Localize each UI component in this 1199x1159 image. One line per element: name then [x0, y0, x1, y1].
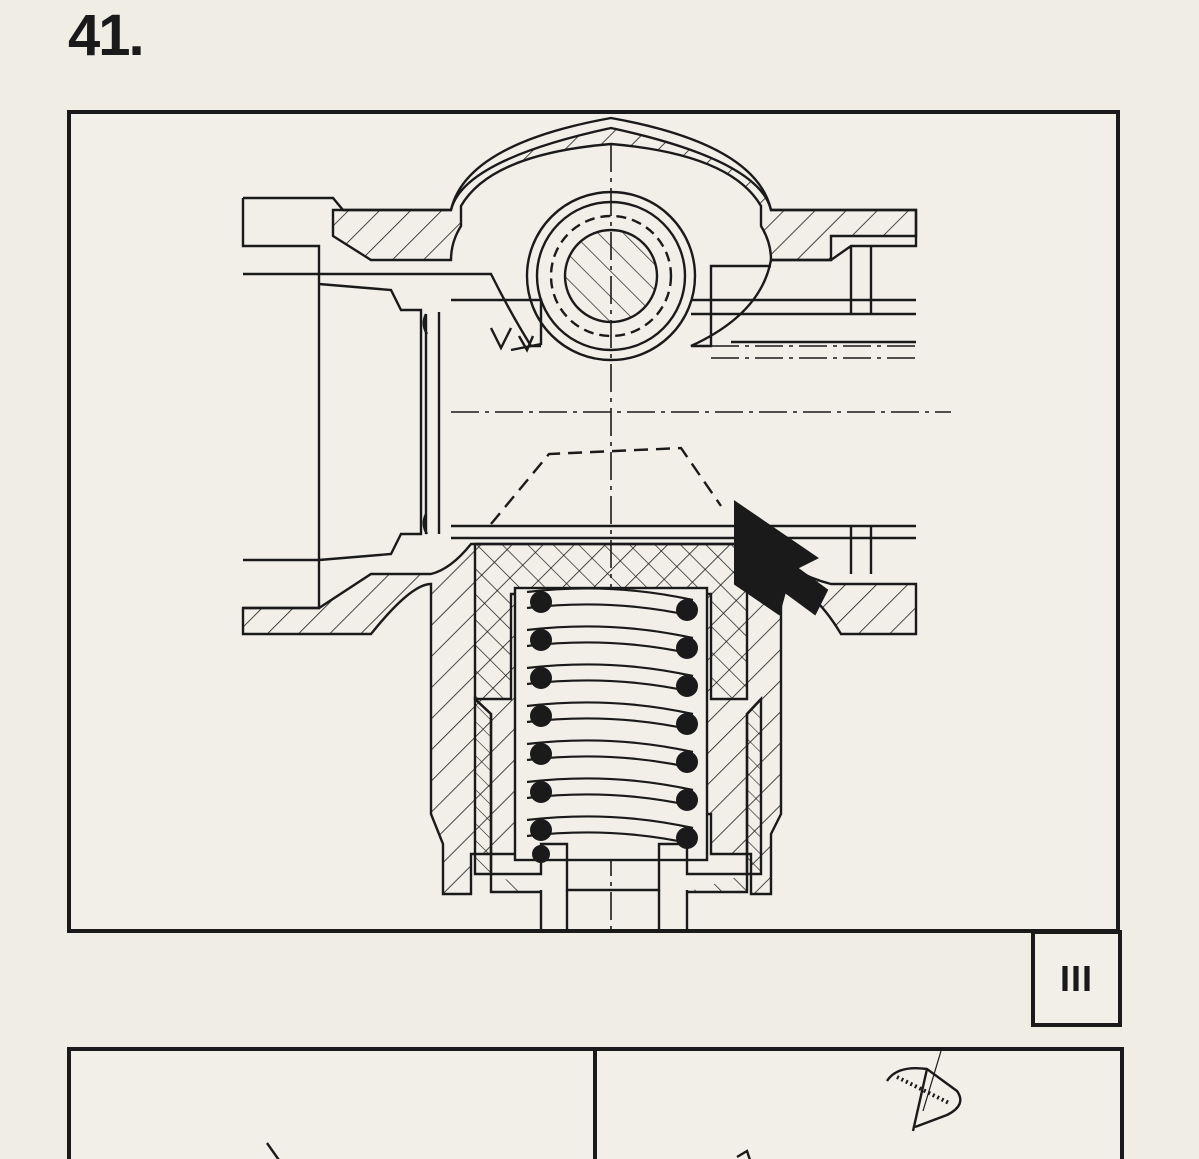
spring-coils: [526, 587, 698, 863]
bore-lines: [243, 246, 916, 610]
arrow-icon: [734, 500, 829, 616]
page-number: 41.: [68, 3, 145, 68]
bottom-right-drawing: [736, 1051, 962, 1159]
upper-housing: [241, 116, 918, 348]
hidden-cone-outline: [490, 446, 722, 525]
cross-section-drawing: [241, 116, 951, 929]
bottom-right-figure: [593, 1047, 1124, 1159]
bottom-left-figure: [67, 1047, 597, 1159]
bottom-left-drawing: [266, 1142, 280, 1159]
bore-grooves: [422, 313, 535, 535]
main-figure-frame: [67, 110, 1120, 933]
center-lines: [451, 144, 951, 929]
figure-tag: III: [1031, 930, 1122, 1027]
